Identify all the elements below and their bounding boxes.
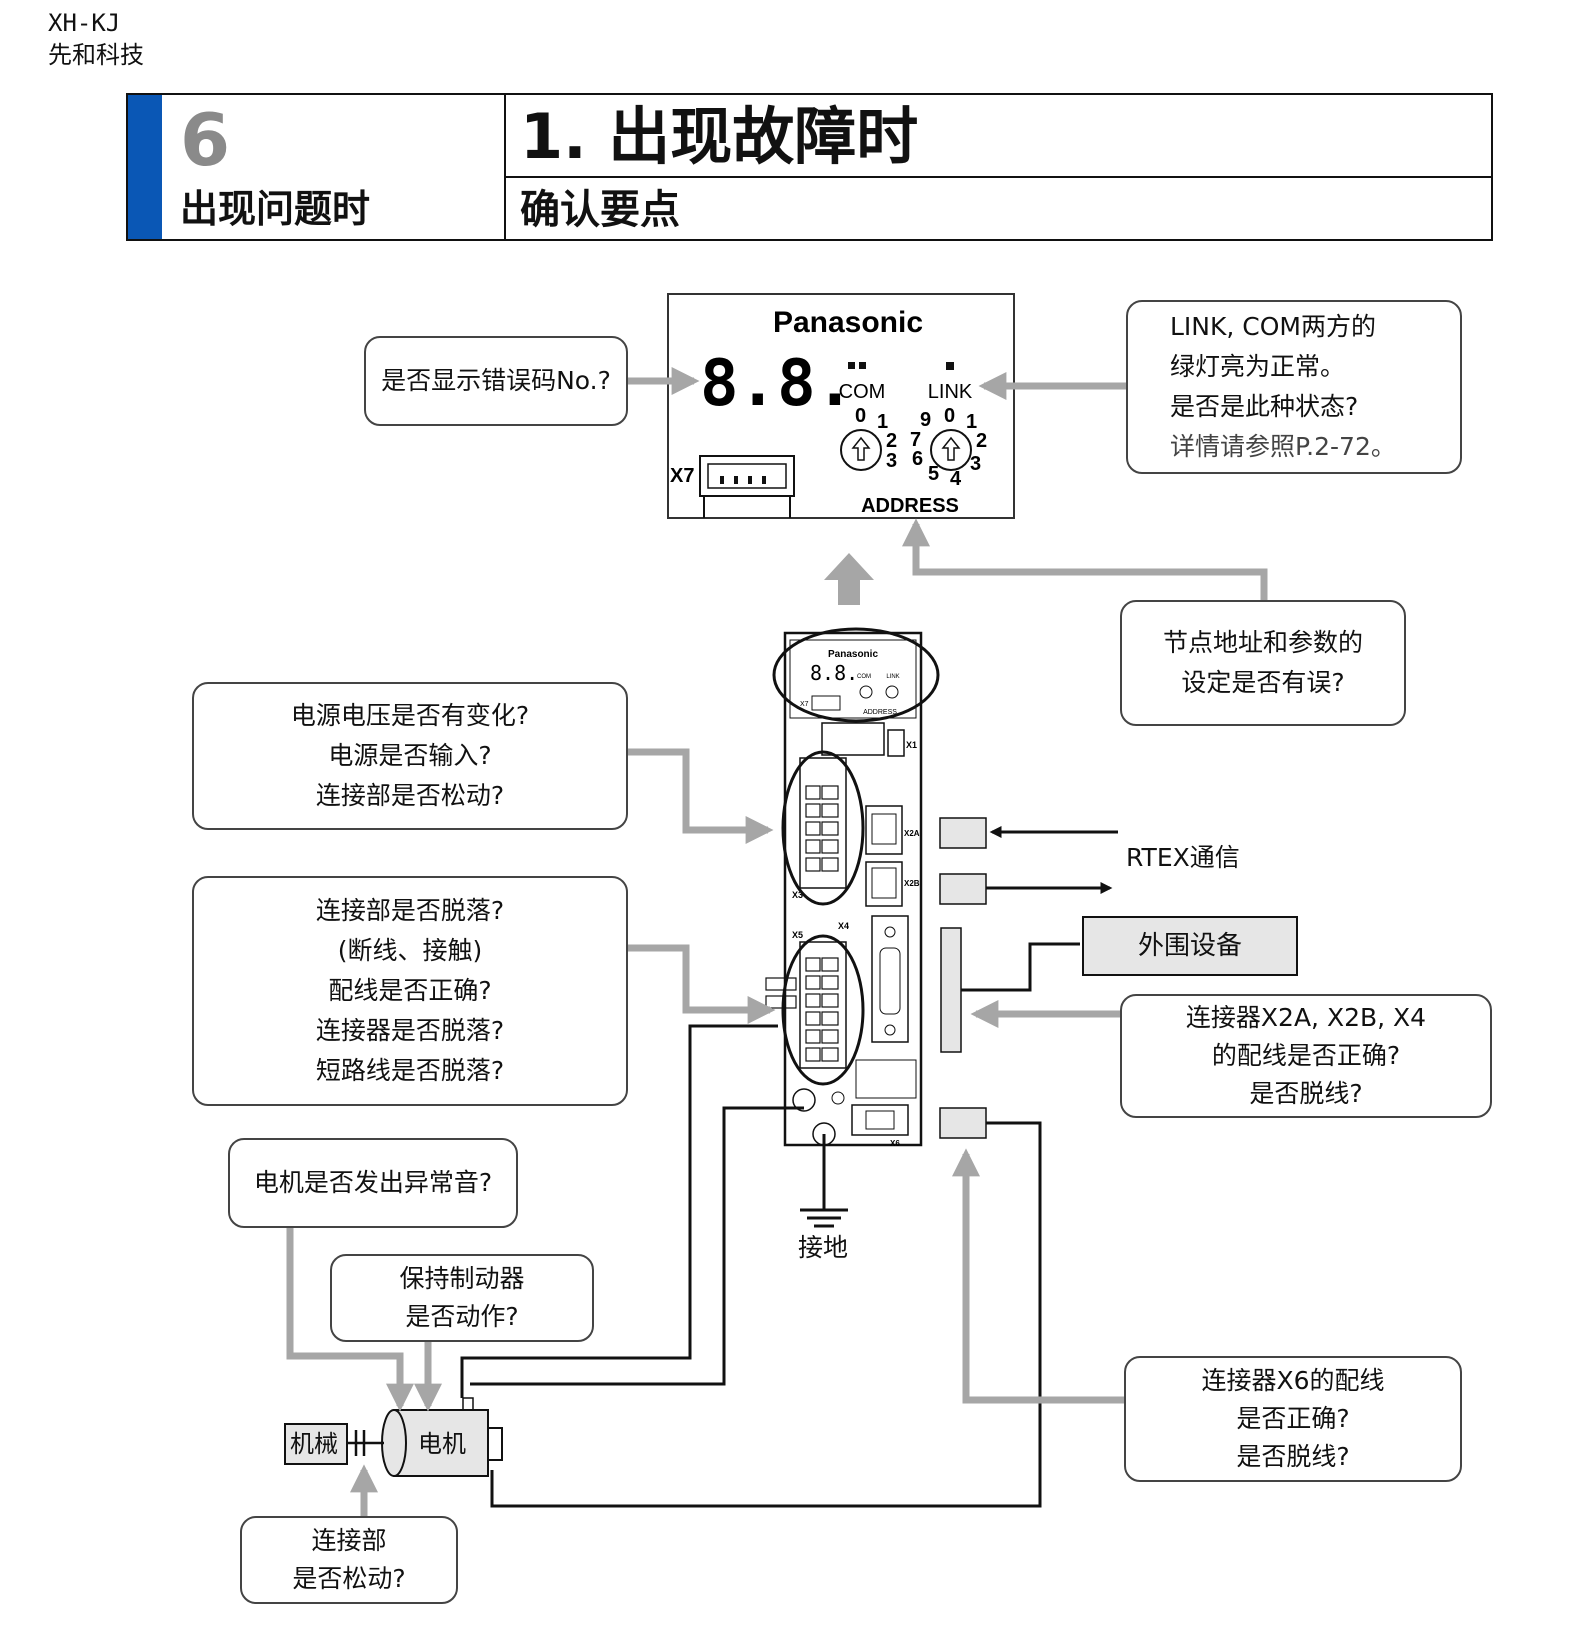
rotary-switch-left-icon [840, 429, 882, 471]
zoom-arrow-icon [824, 553, 874, 605]
chapter-title: 出现问题时 [180, 187, 371, 231]
brand-name: 先和科技 [48, 41, 144, 69]
rtex-label: RTEX通信 [1126, 843, 1240, 872]
brand-code: XH-KJ [48, 9, 121, 37]
machine-label: 机械 [290, 1430, 338, 1458]
callout-link-com-line: LINK, COM两方的 [1170, 312, 1376, 341]
section-title: 1. 出现故障时 [520, 100, 919, 173]
panel-address-label: ADDRESS [861, 495, 959, 517]
drive-link-label: LINK [886, 674, 899, 680]
callout-brake: 保持制动器 是否动作? [330, 1254, 594, 1342]
rotary-switch-right-icon [930, 429, 972, 471]
callout-connector-x2-line: 的配线是否正确? [1211, 1041, 1401, 1070]
dial-right-digit: 6 [912, 448, 923, 470]
drive-x2b-label: X2B [904, 879, 920, 888]
header-accent-bar [128, 95, 162, 239]
callout-coupling: 连接部 是否松动? [240, 1516, 458, 1604]
dial-right-digit: 5 [928, 463, 939, 485]
subsection-title: 确认要点 [520, 187, 680, 233]
ground-label: 接地 [798, 1233, 849, 1262]
motor-terminal-highlight-ellipse [781, 934, 865, 1086]
callout-coupling-line: 连接部 [311, 1526, 387, 1555]
panel-logo: Panasonic [773, 306, 923, 339]
dial-right-digit: 1 [966, 411, 977, 433]
drive-x2a-label: X2A [904, 829, 920, 838]
callout-wiring-line: 短路线是否脱落? [315, 1056, 505, 1085]
callout-connector-x6-line: 是否正确? [1236, 1404, 1350, 1433]
power-terminal-highlight-ellipse [781, 750, 865, 906]
dial-right-digit: 2 [976, 430, 987, 452]
header-rule [504, 176, 1493, 178]
callout-link-com-reference[interactable]: 详情请参照P.2-72。 [1170, 432, 1396, 461]
dial-left-digit: 3 [886, 450, 897, 472]
callout-connector-x6: 连接器X6的配线 是否正确? 是否脱线? [1124, 1356, 1462, 1482]
drive-address-label: ADDRESS [863, 709, 897, 716]
drive-display: 8.8. [810, 661, 858, 685]
callout-address-line: 节点地址和参数的 [1162, 628, 1363, 657]
motor-label: 电机 [418, 1430, 466, 1458]
rtex-plug-out [939, 873, 987, 905]
header-frame [126, 93, 1493, 241]
callout-motor-noise: 电机是否发出异常音? [228, 1138, 518, 1228]
dial-right-digit: 4 [950, 468, 962, 490]
callout-power-line: 电源电压是否有变化? [290, 701, 530, 730]
panel-highlight-ellipse [772, 627, 940, 723]
peripheral-device-box: 外围设备 [1082, 916, 1298, 976]
callout-coupling-line: 是否松动? [292, 1564, 406, 1593]
dial-left-digit: 2 [886, 430, 897, 452]
rtex-plug-in [939, 817, 987, 849]
callout-power-line: 电源是否输入? [328, 741, 492, 770]
drive-com-label: COM [857, 674, 871, 680]
callout-wiring-line: 连接器是否脱落? [315, 1016, 505, 1045]
callout-motor-noise-line: 电机是否发出异常音? [253, 1168, 493, 1197]
callout-wiring: 连接部是否脱落? (断线、接触) 配线是否正确? 连接器是否脱落? 短路线是否脱… [192, 876, 628, 1106]
callout-address: 节点地址和参数的 设定是否有误? [1120, 600, 1406, 726]
x6-plug [939, 1107, 987, 1139]
callout-link-com-line: 绿灯亮为正常。 [1170, 352, 1346, 381]
callout-connector-x2: 连接器X2A, X2B, X4 的配线是否正确? 是否脱线? [1120, 994, 1492, 1118]
drive-x4-label: X4 [838, 921, 849, 931]
callout-power: 电源电压是否有变化? 电源是否输入? 连接部是否松动? [192, 682, 628, 830]
callout-power-line: 连接部是否松动? [315, 781, 505, 810]
dial-right-digit: 0 [944, 405, 955, 427]
dial-right-digit: 9 [920, 409, 931, 431]
callout-connector-x2-line: 连接器X2A, X2B, X4 [1185, 1003, 1427, 1032]
chapter-number: 6 [180, 98, 231, 182]
callout-connector-x6-line: 连接器X6的配线 [1201, 1366, 1385, 1395]
servo-drive: Panasonic 8.8. COM LINK ADDRESS X7 X1 X3… [765, 631, 923, 1148]
motor-icon [381, 1397, 503, 1477]
drive-x7-label: X7 [800, 701, 809, 708]
callout-wiring-line: 连接部是否脱落? [315, 896, 505, 925]
dial-right-digit: 7 [910, 429, 921, 451]
callout-error-code-line: 是否显示错误码No.? [381, 366, 611, 395]
panel-com-label: COM [839, 381, 886, 403]
callout-wiring-line: (断线、接触) [337, 936, 483, 965]
dial-left-digit: 0 [855, 405, 866, 427]
machine-box [284, 1423, 348, 1465]
drive-x1-label: X1 [906, 740, 917, 750]
panel-link-label: LINK [928, 381, 973, 403]
panel-display: 8.8. [700, 347, 854, 421]
drive-x6-label: X6 [890, 1139, 900, 1148]
callout-brake-line: 保持制动器 [399, 1264, 525, 1293]
header-divider [504, 93, 506, 241]
front-panel-enlarged: Panasonic 8.8. COM LINK 0 1 2 3 9 0 1 2 … [667, 293, 1015, 519]
callout-link-com: LINK, COM两方的 绿灯亮为正常。 是否是此种状态? 详情请参照P.2-7… [1126, 300, 1462, 474]
callout-link-com-line: 是否是此种状态? [1170, 392, 1359, 421]
panel-x7-label: X7 [670, 465, 694, 487]
drive-x3-label: X3 [792, 890, 803, 900]
drive-logo: Panasonic [828, 649, 878, 660]
dial-right-digit: 3 [970, 453, 981, 475]
drive-x5-label: X5 [792, 930, 803, 940]
x4-plug [940, 927, 962, 1053]
callout-brake-line: 是否动作? [405, 1302, 519, 1331]
callout-error-code: 是否显示错误码No.? [364, 336, 628, 426]
callout-address-line: 设定是否有误? [1181, 668, 1345, 697]
callout-connector-x6-line: 是否脱线? [1236, 1442, 1350, 1471]
callout-connector-x2-line: 是否脱线? [1249, 1079, 1363, 1108]
callout-wiring-line: 配线是否正确? [328, 976, 492, 1005]
dial-left-digit: 1 [877, 411, 888, 433]
